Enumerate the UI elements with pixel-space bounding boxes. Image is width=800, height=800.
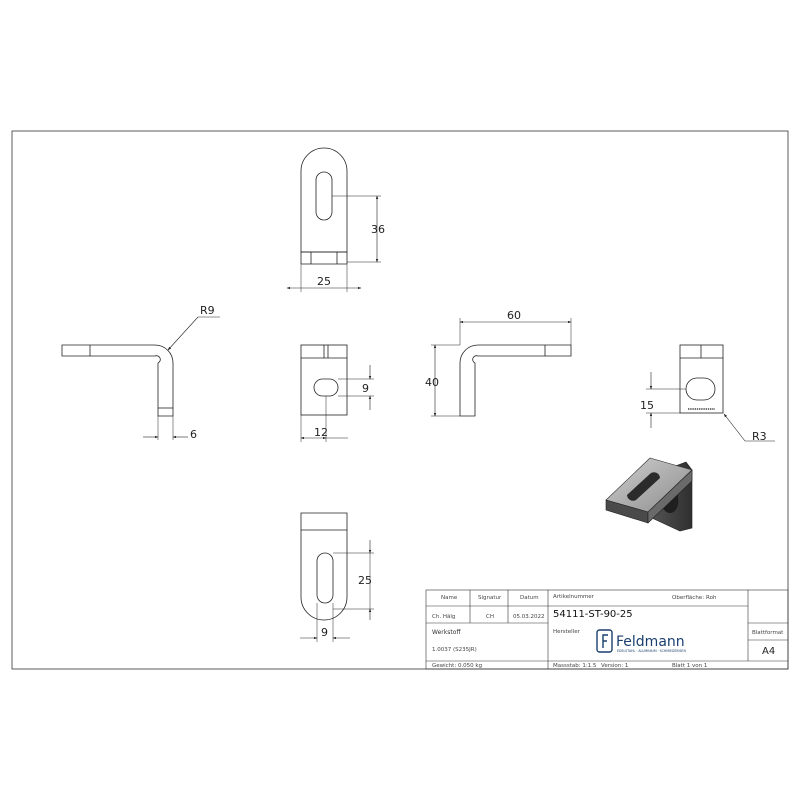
view-side [431, 318, 572, 417]
view-bottom [300, 512, 374, 642]
title-block-manufacturer-label: Hersteller [553, 629, 581, 635]
bottom-view-slot-length-label: 25 [358, 574, 372, 587]
view-right [646, 344, 775, 442]
logo-tagline: EDELSTAHL · ALUMINIUM · SCHMIEDEEISEN [617, 649, 686, 653]
title-block-format-value: A4 [762, 646, 775, 657]
title-block-format-label: Blattformat [752, 630, 784, 636]
front-view-slot-label: 9 [362, 382, 369, 395]
view-front [300, 344, 374, 442]
title-block-col-signature: Signatur [478, 595, 502, 601]
title-block-date: 05.03.2022 [513, 614, 545, 620]
title-block-material-label: Werkstoff [432, 629, 461, 636]
left-view-radius-label: R9 [200, 304, 215, 317]
title-block-col-date: Datum [520, 595, 539, 601]
title-block-col-name: Name [441, 595, 458, 601]
title-block-weight: Gewicht: 0.050 kg [432, 663, 482, 669]
left-view-thickness-label: 6 [190, 428, 197, 441]
title-block-version: Version: 1 [601, 663, 628, 669]
title-block-surface-value: Roh [706, 595, 717, 601]
right-view-hole-label: 15 [640, 399, 654, 412]
right-view-radius-label: R3 [752, 430, 767, 443]
title-block-name: Ch. Hälg [432, 614, 455, 620]
side-view-height-label: 40 [425, 376, 439, 389]
side-view-length-label: 60 [507, 309, 521, 322]
title-block-signature: CH [486, 614, 494, 620]
feldmann-logo: Feldmann EDELSTAHL · ALUMINIUM · SCHMIED… [596, 629, 686, 653]
bottom-view-slot-width-label: 9 [321, 626, 328, 639]
isometric-render [605, 457, 693, 532]
title-block-article-label: Artikelnummer [553, 594, 595, 600]
view-left [61, 316, 220, 440]
drawing-frame [11, 130, 789, 670]
logo-wordmark: Feldmann [616, 634, 685, 650]
front-view-offset-label: 12 [314, 426, 328, 439]
title-block-material-value: 1.0037 (S235JR) [432, 647, 477, 653]
title-block-article-number: 54111-ST-90-25 [553, 609, 633, 620]
title-block-scale: Massstab: 1:1.5 [553, 663, 597, 669]
title-block-sheet: Blatt 1 von 1 [672, 663, 707, 669]
top-view-width-label: 25 [317, 275, 331, 288]
top-view-height-label: 36 [371, 223, 385, 236]
title-block [425, 589, 789, 670]
title-block-surface-label: Oberfläche: [672, 595, 704, 601]
view-top [286, 147, 381, 292]
